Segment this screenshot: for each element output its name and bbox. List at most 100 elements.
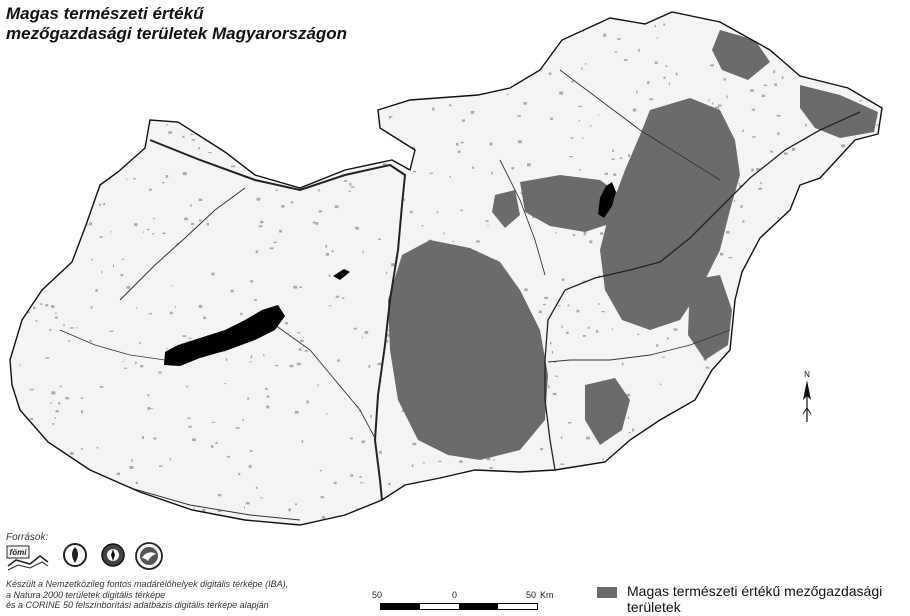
land-cover-speck (437, 54, 440, 56)
land-cover-speck (186, 70, 191, 73)
land-cover-speck (325, 244, 328, 248)
land-cover-speck (198, 305, 203, 308)
land-cover-speck (85, 66, 89, 69)
land-cover-speck (44, 51, 48, 54)
land-cover-speck (365, 100, 367, 102)
land-cover-speck (572, 234, 576, 236)
land-cover-speck (59, 385, 62, 388)
river-zagyva (499, 159, 546, 276)
land-cover-speck (861, 68, 865, 71)
land-cover-speck (17, 122, 19, 125)
land-cover-speck (152, 233, 155, 235)
land-cover-speck (52, 423, 55, 425)
land-cover-speck (149, 407, 153, 409)
land-cover-speck (290, 201, 294, 204)
land-cover-speck (355, 508, 358, 510)
fomi-logo: fömi (6, 545, 49, 571)
land-cover-speck (745, 363, 749, 365)
land-cover-speck (255, 486, 258, 489)
land-cover-speck (781, 76, 784, 79)
land-cover-speck (78, 527, 81, 529)
land-cover-speck (375, 54, 377, 56)
land-cover-speck (348, 190, 351, 192)
land-cover-speck (560, 436, 563, 439)
land-cover-speck (513, 517, 516, 521)
land-cover-speck (217, 509, 222, 512)
land-cover-speck (837, 30, 840, 33)
land-cover-speck (792, 437, 794, 440)
land-cover-speck (350, 186, 355, 188)
land-cover-speck (323, 71, 325, 73)
land-cover-speck (304, 350, 308, 352)
river-sio (274, 324, 377, 441)
land-cover-speck (567, 422, 572, 424)
land-cover-speck (834, 373, 836, 376)
land-cover-speck (168, 131, 172, 134)
land-cover-speck (860, 205, 864, 207)
land-cover-speck (126, 178, 128, 181)
land-cover-speck (741, 365, 745, 368)
land-cover-speck (342, 113, 346, 117)
land-cover-speck (711, 102, 714, 105)
land-cover-speck (58, 214, 60, 218)
land-cover-speck (222, 137, 226, 141)
scale-tick-right: 50 (526, 590, 537, 600)
land-cover-speck (807, 193, 810, 196)
land-cover-speck (375, 141, 378, 144)
land-cover-speck (743, 332, 745, 334)
land-cover-speck (730, 460, 732, 463)
land-cover-speck (33, 41, 37, 45)
land-cover-speck (43, 159, 46, 161)
land-cover-speck (817, 526, 820, 527)
land-cover-speck (409, 210, 413, 214)
land-cover-speck (562, 18, 566, 21)
land-cover-speck (521, 75, 524, 77)
hnv-area-hortobagy (600, 98, 740, 330)
land-cover-speck (872, 411, 876, 413)
land-cover-speck (90, 44, 94, 46)
land-cover-speck (642, 482, 647, 484)
land-cover-speck (411, 146, 415, 149)
land-cover-speck (388, 329, 390, 332)
land-cover-speck (644, 466, 646, 468)
land-cover-speck (385, 333, 390, 337)
land-cover-speck (639, 477, 641, 479)
land-cover-speck (582, 30, 585, 32)
land-cover-speck (321, 516, 326, 519)
land-cover-speck (69, 113, 73, 117)
land-cover-speck (626, 393, 631, 397)
land-cover-speck (665, 513, 670, 516)
land-cover-speck (326, 413, 328, 415)
land-cover-speck (784, 152, 788, 155)
land-cover-speck (109, 99, 111, 101)
land-cover-speck (806, 426, 810, 429)
land-cover-speck (10, 488, 12, 491)
land-cover-speck (770, 509, 773, 512)
hnv-area-bekes (688, 275, 732, 360)
land-cover-speck (162, 181, 165, 184)
land-cover-speck (552, 392, 557, 396)
land-cover-speck (766, 362, 770, 366)
land-cover-speck (558, 305, 561, 307)
land-cover-speck (260, 497, 263, 499)
land-cover-speck (169, 311, 173, 315)
land-cover-speck (597, 303, 601, 305)
land-cover-speck (273, 241, 277, 244)
land-cover-speck (647, 477, 649, 480)
land-cover-speck (751, 289, 753, 292)
land-cover-speck (550, 342, 552, 345)
land-cover-speck (211, 272, 215, 276)
land-cover-speck (711, 482, 713, 484)
land-cover-speck (470, 110, 475, 114)
land-cover-speck (612, 490, 614, 494)
land-cover-speck (238, 472, 241, 476)
land-cover-speck (832, 393, 835, 396)
hnv-areas (388, 30, 878, 460)
land-cover-speck (81, 61, 83, 65)
land-cover-speck (142, 231, 145, 233)
land-cover-speck (569, 156, 573, 158)
land-cover-speck (370, 415, 372, 418)
land-cover-speck (763, 84, 768, 87)
land-cover-speck (249, 361, 252, 363)
land-cover-speck (388, 482, 391, 486)
